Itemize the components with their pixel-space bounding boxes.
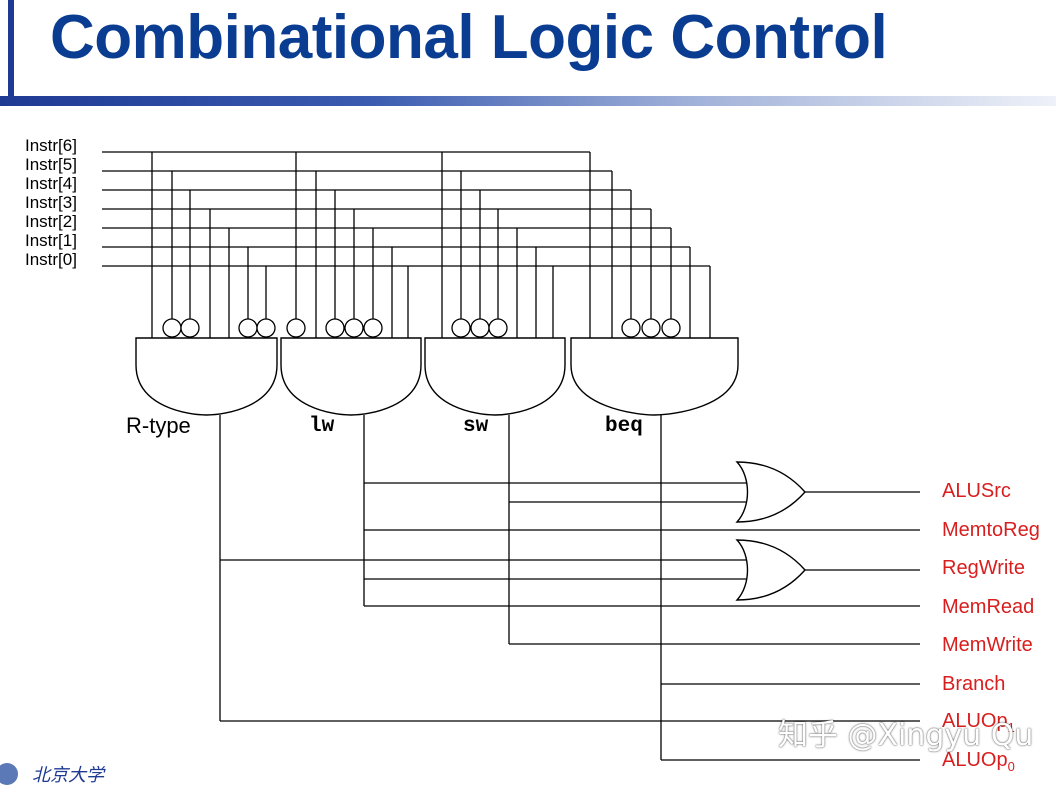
output-label-memtoreg: MemtoReg: [942, 519, 1040, 541]
output-label-aluop0: ALUOp0: [942, 749, 1015, 774]
input-label-4: Instr[4]: [25, 174, 77, 193]
gate-label-r-type: R-type: [126, 413, 191, 438]
input-label-3: Instr[3]: [25, 193, 77, 212]
inversion-bubble: [286, 318, 306, 338]
slide-left-bar: [8, 0, 14, 106]
inversion-bubble: [661, 318, 681, 338]
or-gates: [735, 461, 806, 601]
output-label-alusrc: ALUSrc: [942, 480, 1011, 502]
and-gate-beq: [570, 337, 739, 416]
inversion-bubble: [325, 318, 345, 338]
slide-title: Combinational Logic Control: [50, 3, 888, 72]
input-label-5: Instr[5]: [25, 155, 77, 174]
output-label-text: ALUOp: [942, 710, 1008, 732]
footer-logo: 北京大学: [0, 762, 104, 786]
watermark: 知乎 @Xingyu Qu: [778, 718, 1034, 753]
output-label-subscript: 1: [1008, 720, 1015, 735]
and-gate-r-type: [135, 337, 278, 416]
input-label-2: Instr[2]: [25, 212, 77, 231]
and-gates: [135, 337, 739, 416]
inversion-bubble: [641, 318, 661, 338]
university-logo-icon: [0, 762, 18, 785]
output-label-memwrite: MemWrite: [942, 634, 1033, 656]
inversion-bubble: [162, 318, 182, 338]
or-gate-regwrite: [735, 539, 806, 601]
output-label-text: ALUOp: [942, 749, 1008, 771]
inversion-bubble: [621, 318, 641, 338]
gate-label-sw: sw: [463, 415, 489, 438]
gate-labels: R-type lw sw beq: [126, 413, 643, 438]
and-gate-lw: [280, 337, 422, 416]
output-label-aluop1: ALUOp1: [942, 710, 1015, 735]
output-label-text: MemWrite: [942, 634, 1033, 656]
inversion-bubble: [488, 318, 508, 338]
inversion-bubble: [256, 318, 276, 338]
inversion-bubbles: [162, 318, 681, 338]
output-label-subscript: 0: [1008, 759, 1015, 774]
or-gate-alusrc: [735, 461, 806, 523]
output-label-text: RegWrite: [942, 557, 1025, 579]
inversion-bubble: [451, 318, 471, 338]
output-label-text: Branch: [942, 673, 1005, 695]
input-label-6: Instr[6]: [25, 136, 77, 155]
gate-label-lw: lw: [309, 415, 335, 438]
inversion-bubble: [363, 318, 383, 338]
inversion-bubble: [470, 318, 490, 338]
output-label-text: MemRead: [942, 596, 1034, 618]
gate-label-beq: beq: [605, 415, 643, 438]
inversion-bubble: [344, 318, 364, 338]
title-rule: [0, 96, 1056, 106]
inversion-bubble: [180, 318, 200, 338]
footer-logo-text: 北京大学: [32, 764, 104, 786]
wires: [102, 151, 920, 761]
output-labels: ALUSrcMemtoRegRegWriteMemReadMemWriteBra…: [942, 480, 1040, 774]
input-labels: Instr[6]Instr[5]Instr[4]Instr[3]Instr[2]…: [25, 136, 77, 269]
and-gate-sw: [424, 337, 566, 416]
output-label-text: ALUSrc: [942, 480, 1011, 502]
inversion-bubble: [238, 318, 258, 338]
output-label-regwrite: RegWrite: [942, 557, 1025, 579]
output-label-branch: Branch: [942, 673, 1005, 695]
input-label-1: Instr[1]: [25, 231, 77, 250]
input-label-0: Instr[0]: [25, 250, 77, 269]
output-label-memread: MemRead: [942, 596, 1034, 618]
output-label-text: MemtoReg: [942, 519, 1040, 541]
